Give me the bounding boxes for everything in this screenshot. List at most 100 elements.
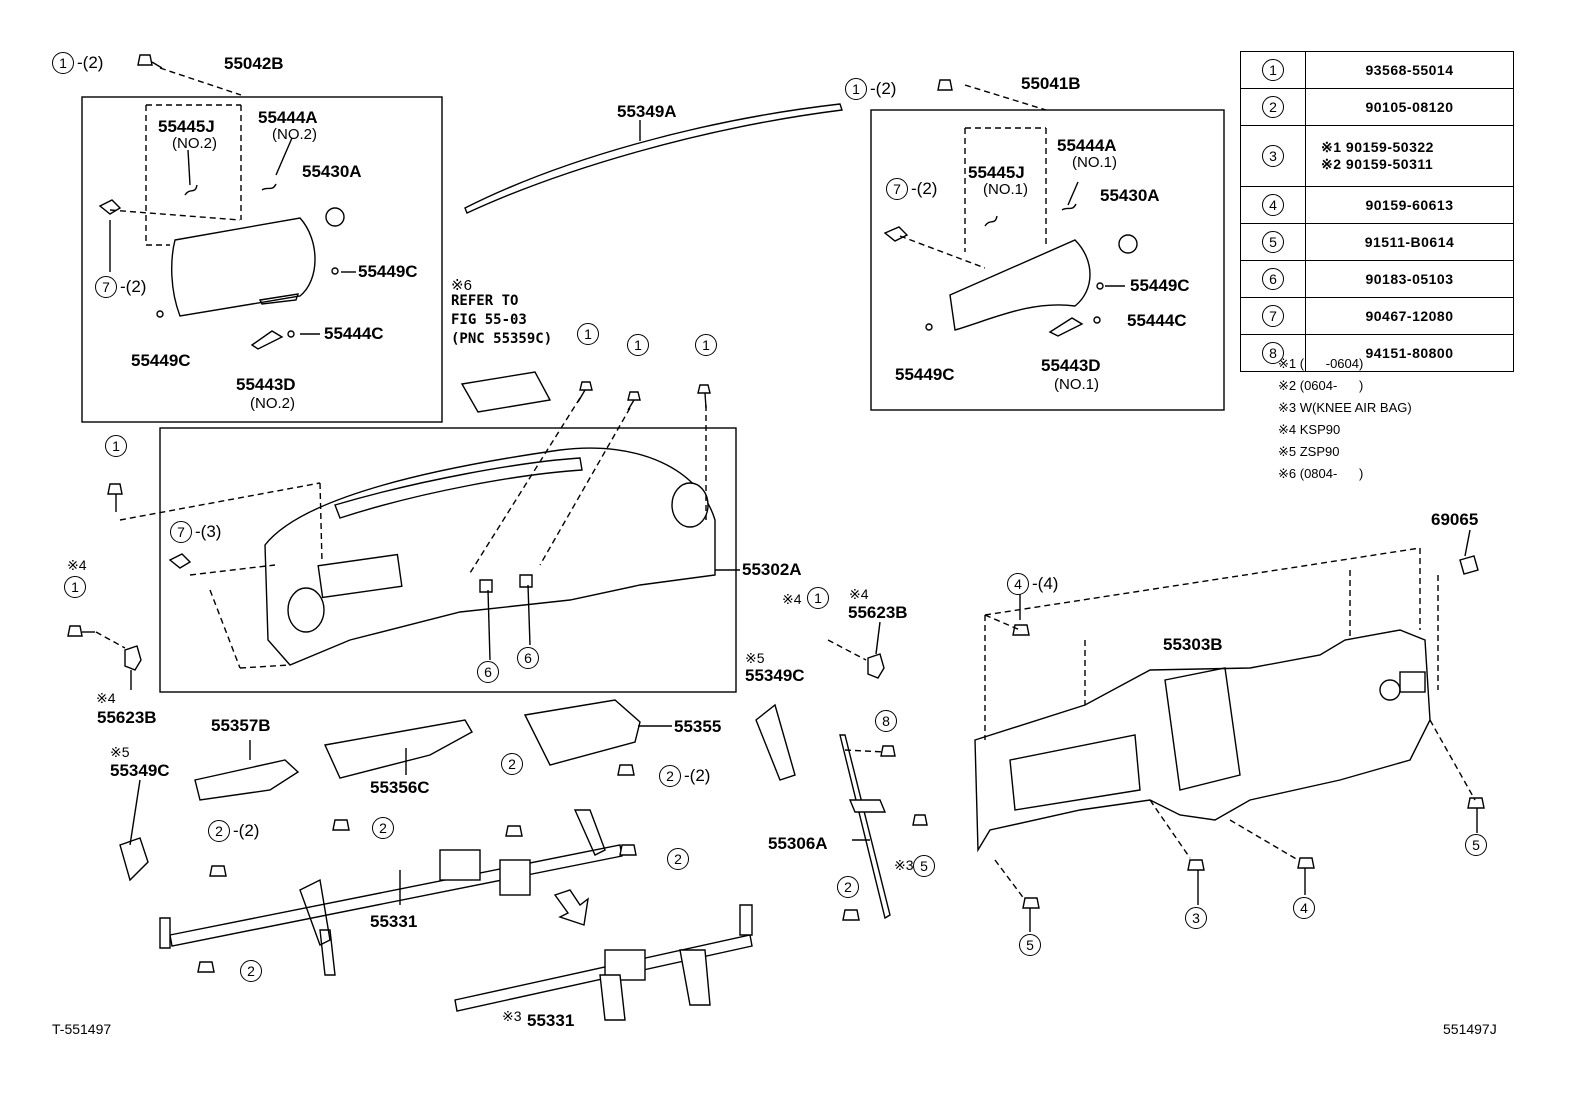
trim-55349C-mid [755, 703, 796, 781]
part-55449C-left-b: 55449C [131, 351, 191, 370]
callout-qty: -(2) [77, 53, 104, 72]
callout-8: 8 [875, 710, 897, 732]
part-55430A-left: 55430A [302, 162, 362, 181]
right-knee-panel [883, 203, 1138, 337]
callout-4-qty4: 4-(4) [1007, 573, 1058, 595]
legend-alt-2: ※2 90159-50311 [1321, 156, 1434, 172]
callout-2-qty2-left: 2-(2) [208, 820, 259, 842]
mark-4-mid-b: ※4 [849, 586, 869, 602]
part-69065: 69065 [1431, 510, 1479, 529]
callout-circle: 4 [1007, 573, 1029, 595]
callout-2-c: 2 [667, 848, 689, 870]
part-55623B-left: 55623B [97, 708, 157, 727]
callout-6-b: 6 [517, 647, 539, 669]
refer-sheet [460, 371, 552, 413]
callout-circle: 1 [52, 52, 74, 74]
right-glovebox-group-box [870, 109, 1225, 411]
callout-1-e: 1 [64, 576, 86, 598]
callout-5-a: 5 [913, 855, 935, 877]
callout-7-qty3: 7-(3) [170, 521, 221, 543]
condition-notes: ※1 ( -0604) ※2 (0604- ) ※3 W(KNEE AIR BA… [1278, 353, 1412, 485]
mark-4-left-top: ※4 [67, 557, 87, 573]
callout-circle: 7 [95, 276, 117, 298]
legend-row: 4 90159-60613 [1240, 186, 1514, 224]
part-55444A-right: 55444A [1057, 136, 1117, 155]
legend-value: 90159-60613 [1305, 186, 1514, 224]
mark-5-left: ※5 [110, 744, 130, 760]
callout-1-a: 1 [577, 323, 599, 345]
callout-1-d: 1 [105, 435, 127, 457]
part-55445J-right: 55445J [968, 163, 1025, 182]
no1-label-a: (NO.1) [1072, 154, 1117, 171]
no2-label-b: (NO.2) [272, 126, 317, 143]
part-55444C-right: 55444C [1127, 311, 1187, 330]
mark-4-left-bottom: ※4 [96, 690, 116, 706]
part-55349C-left: 55349C [110, 761, 170, 780]
brace-55306A [839, 734, 891, 920]
part-55356C: 55356C [370, 778, 430, 797]
callout-circle: 7 [886, 178, 908, 200]
legend-value: 93568-55014 [1305, 51, 1514, 89]
part-55449C-right-b: 55449C [895, 365, 955, 384]
callout-6-a: 6 [477, 661, 499, 683]
legend-key: 2 [1262, 96, 1284, 118]
note-5: ※5 ZSP90 [1278, 444, 1340, 459]
left-leaders [109, 67, 242, 246]
part-55303B: 55303B [1163, 635, 1223, 654]
part-55349C-mid: 55349C [745, 666, 805, 685]
legend-key: 5 [1262, 231, 1284, 253]
part-55443D-right: 55443D [1041, 356, 1101, 375]
callout-qty: -(2) [120, 277, 147, 296]
legend-value: 94151-80800 [1305, 334, 1514, 372]
mark-4-mid-a: ※4 [782, 591, 802, 607]
trim-55349C-left [119, 837, 149, 882]
footer-figure-id: T-551497 [52, 1021, 112, 1037]
part-55331-lower: 55331 [527, 1011, 575, 1030]
legend-key: 3 [1262, 145, 1284, 167]
legend-alt-1: ※1 90159-50322 [1321, 139, 1434, 155]
callout-4: 4 [1293, 897, 1315, 919]
legend-value-alt: ※1 90159-50322※2 90159-50311 [1305, 125, 1514, 187]
part-55302A: 55302A [742, 560, 802, 579]
callout-5-c: 5 [1019, 934, 1041, 956]
note-mark-6: ※6 [451, 277, 472, 294]
lower-panel-55303B [974, 629, 1431, 853]
part-55444C-left: 55444C [324, 324, 384, 343]
change-arrow [553, 889, 589, 926]
callout-qty: -(2) [870, 79, 897, 98]
note-6: ※6 (0804- ) [1278, 466, 1364, 481]
part-55041B: 55041B [1021, 74, 1081, 93]
legend-key: 4 [1262, 194, 1284, 216]
callout-qty: -(2) [684, 766, 711, 785]
callout-qty: -(2) [911, 179, 938, 198]
no2-label-a: (NO.2) [172, 135, 217, 152]
callout-qty: -(2) [233, 821, 260, 840]
instrument-panel-55302A [168, 447, 716, 666]
legend-row: 3 ※1 90159-50322※2 90159-50311 [1240, 125, 1514, 187]
part-55355: 55355 [674, 717, 722, 736]
part-55444A-left: 55444A [258, 108, 318, 127]
reinforcement-55331-upper [159, 809, 623, 976]
reinforcement-55331-lower [454, 904, 753, 1021]
callout-circle: 7 [170, 521, 192, 543]
callout-circle: 2 [659, 765, 681, 787]
legend-row: 5 91511-B0614 [1240, 223, 1514, 261]
callout-1-c: 1 [695, 334, 717, 356]
no1-label-c: (NO.1) [1054, 376, 1099, 393]
callout-1-b: 1 [627, 334, 649, 356]
callout-1-qty2-right: 1-(2) [845, 78, 896, 100]
footer-catalog-id: 551497J [1443, 1021, 1497, 1037]
instrument-panel-group-box [159, 427, 737, 693]
legend-value: 91511-B0614 [1305, 223, 1514, 261]
part-55331-upper: 55331 [370, 912, 418, 931]
mark-5-mid: ※5 [745, 650, 765, 666]
legend-key: 6 [1262, 268, 1284, 290]
part-55445J-left: 55445J [158, 117, 215, 136]
bracket-55623B-mid [867, 653, 885, 679]
no1-label-b: (NO.1) [983, 181, 1028, 198]
note-4: ※4 KSP90 [1278, 422, 1341, 437]
